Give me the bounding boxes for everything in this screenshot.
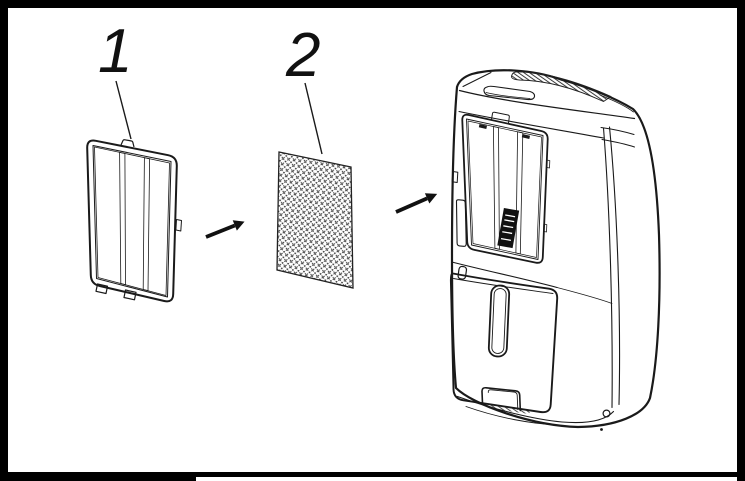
side-panel-seam-upper [600, 127, 635, 135]
top-cap-facet-line [462, 72, 492, 87]
grille-mullion-right [142, 157, 150, 292]
assembly-arrow-2 [395, 193, 438, 214]
callout-2-leader-line [304, 82, 323, 155]
callout-2-label: 2 [285, 21, 320, 90]
body-corner-bevel-line-2 [608, 126, 621, 406]
handle-recess-lip [485, 92, 531, 99]
top-cap-front-edge [458, 89, 636, 120]
unit-grille-mullion-right [515, 131, 524, 255]
unit-grille-top-tab [491, 111, 510, 124]
unit-body-outline [450, 69, 661, 429]
unit-grille-clip-right [521, 134, 530, 139]
unit-grille-edge-clip-2 [543, 223, 548, 233]
callout-1-leader-line [115, 80, 132, 140]
carry-handle-recess [483, 85, 536, 101]
left-edge-small-tab [451, 171, 459, 183]
grip-shadow-hatch [486, 404, 530, 414]
unit-rear-grille [461, 111, 551, 264]
grille-foot-right [123, 289, 137, 301]
cord-slot [455, 199, 467, 247]
mesh-filter-sheet [276, 151, 354, 289]
base-screw-dot [600, 428, 603, 431]
tank-grip-inner-line [487, 389, 519, 410]
drain-outlet [602, 409, 611, 418]
tank-joint-seam-extension [556, 287, 613, 304]
tank-joint-seam [451, 261, 558, 289]
rating-label [497, 207, 520, 249]
assembly-arrow-1 [205, 220, 245, 239]
unit-grille-louvers [467, 120, 542, 258]
callout-1: 1 [98, 17, 132, 140]
base-seam-line [456, 395, 615, 424]
grille-side-clip [175, 219, 182, 232]
dehumidifier-unit [449, 69, 661, 431]
side-panel-seam-lower [601, 139, 635, 148]
tank-latch-hook [457, 265, 468, 280]
grille-mullion-left [119, 152, 126, 286]
grille-foot-left [95, 283, 109, 295]
grille-top-tab [120, 139, 135, 148]
tank-grip-recess [481, 386, 522, 412]
grille-outer-frame [86, 139, 178, 303]
mesh-air-filter [276, 151, 354, 289]
unit-grille-inner-frame [466, 118, 544, 260]
grille-louvers [94, 146, 170, 296]
unit-grille-mullion-left [493, 126, 500, 250]
unit-grille-outer-frame [461, 113, 549, 264]
callout-2: 2 [285, 21, 323, 155]
unit-grille-clip-left [478, 124, 487, 129]
callout-1-label: 1 [98, 17, 132, 86]
body-corner-bevel-line-1 [602, 127, 613, 409]
water-level-window [487, 284, 511, 358]
filter-grille-panel [86, 139, 182, 303]
top-air-vent [511, 71, 612, 102]
grille-inner-frame [92, 145, 172, 298]
water-tank-panel [449, 272, 559, 414]
base-lower-line [465, 406, 554, 425]
back-panel-top-edge [458, 110, 605, 139]
unit-grille-edge-clip-1 [546, 159, 551, 169]
